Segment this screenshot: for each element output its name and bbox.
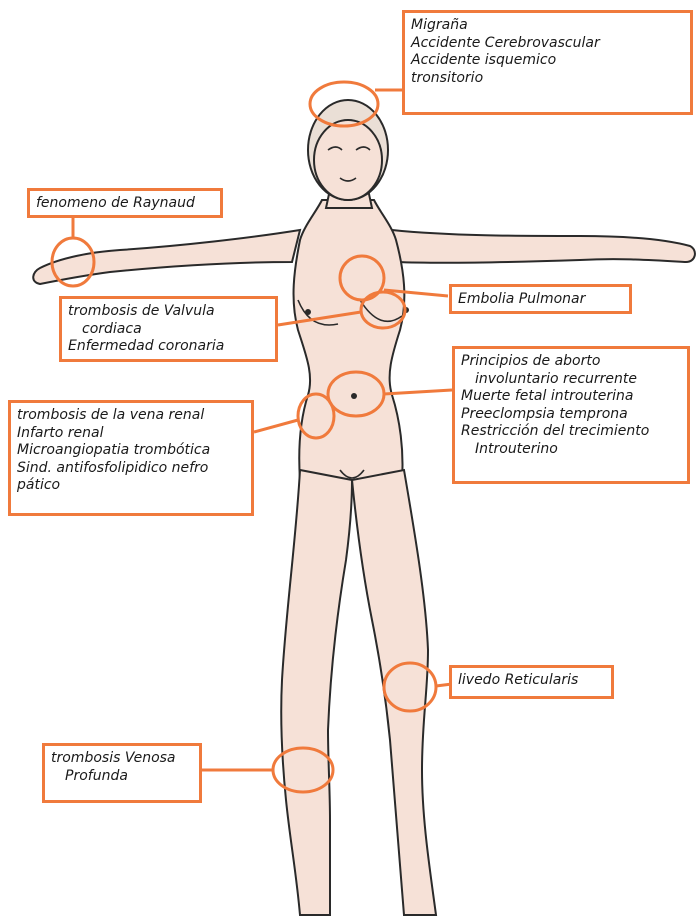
label-kidney-line-2: Infarto renal bbox=[17, 425, 245, 443]
label-pregnancy-line-5: Restricción del trecimiento bbox=[461, 423, 681, 441]
left-leg bbox=[281, 470, 352, 915]
kidney-connector bbox=[254, 420, 298, 432]
label-pregnancy-line-2: involuntario recurrente bbox=[461, 371, 681, 389]
label-kidney-line-1: trombosis de la vena renal bbox=[17, 407, 245, 425]
label-pregnancy-line-6: Introuterino bbox=[461, 441, 681, 459]
label-kidney-line-5: pático bbox=[17, 477, 245, 495]
label-heart-line-3: Enfermedad coronaria bbox=[68, 338, 269, 356]
label-pregnancy-line-4: Preeclompsia temprona bbox=[461, 406, 681, 424]
label-heart-line-1: trombosis de Valvula bbox=[68, 303, 269, 321]
label-head: Migraña Accidente Cerebrovascular Accide… bbox=[402, 10, 693, 115]
label-calf-line-1: trombosis Venosa bbox=[51, 750, 193, 768]
label-heart: trombosis de Valvula cordiaca Enfermedad… bbox=[59, 296, 278, 362]
label-kidney-line-4: Sind. antifosfolipidico nefro bbox=[17, 460, 245, 478]
pregnancy-connector bbox=[384, 390, 452, 394]
label-head-line-1: Migraña bbox=[411, 17, 684, 35]
label-head-line-3: Accidente isquemico bbox=[411, 52, 684, 70]
right-arm bbox=[392, 230, 695, 263]
label-kidney-line-3: Microangiopatia trombótica bbox=[17, 442, 245, 460]
label-heart-line-2: cordiaca bbox=[68, 321, 269, 339]
label-raynaud: fenomeno de Raynaud bbox=[27, 188, 223, 218]
label-calf: trombosis Venosa Profunda bbox=[42, 743, 202, 803]
label-knee: livedo Reticularis bbox=[449, 665, 614, 699]
label-lung-line-1: Embolia Pulmonar bbox=[458, 291, 623, 309]
left-nipple bbox=[305, 309, 311, 315]
face bbox=[314, 120, 382, 200]
label-kidney: trombosis de la vena renal Infarto renal… bbox=[8, 400, 254, 516]
label-head-line-4: tronsitorio bbox=[411, 70, 684, 88]
label-lung: Embolia Pulmonar bbox=[449, 284, 632, 314]
label-calf-line-2: Profunda bbox=[51, 768, 193, 786]
navel bbox=[351, 393, 357, 399]
label-head-line-2: Accidente Cerebrovascular bbox=[411, 35, 684, 53]
label-pregnancy: Principios de aborto involuntario recurr… bbox=[452, 346, 690, 484]
label-knee-line-1: livedo Reticularis bbox=[458, 672, 605, 690]
right-leg bbox=[352, 470, 436, 915]
label-pregnancy-line-3: Muerte fetal introuterina bbox=[461, 388, 681, 406]
label-raynaud-line-1: fenomeno de Raynaud bbox=[36, 195, 214, 213]
label-pregnancy-line-1: Principios de aborto bbox=[461, 353, 681, 371]
